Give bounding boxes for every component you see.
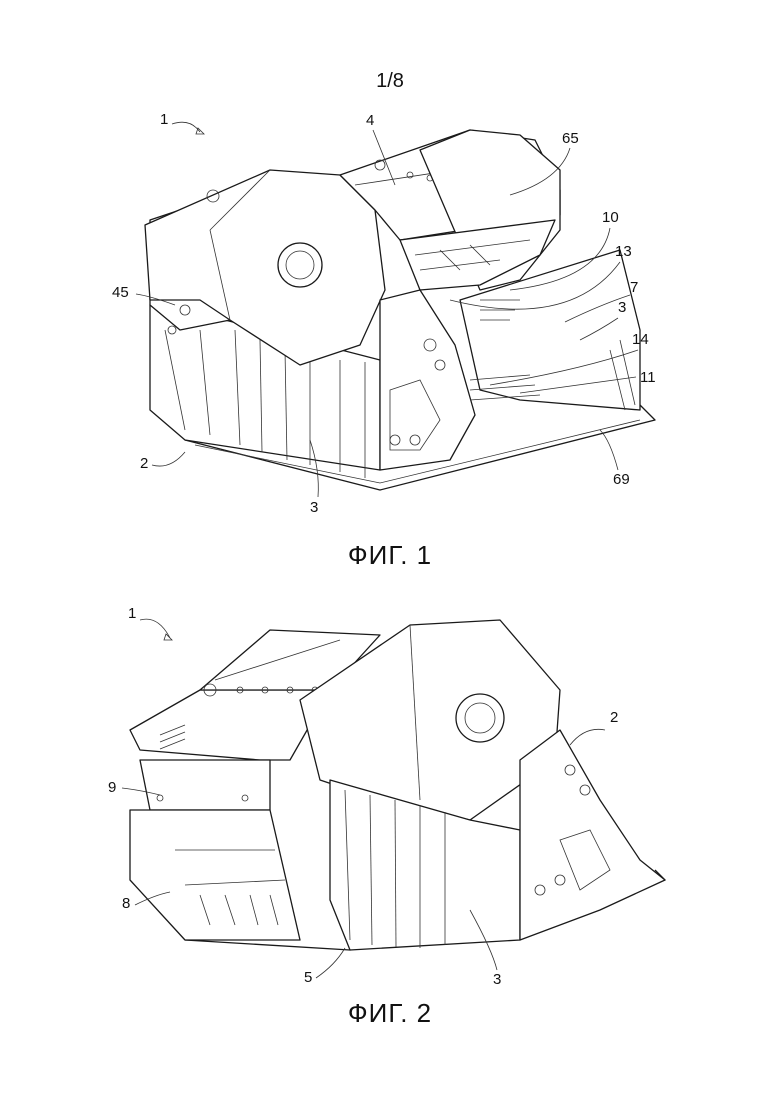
ref-8: 8 [122, 895, 130, 912]
ref-9: 9 [108, 779, 116, 796]
ref-3-front: 3 [310, 499, 318, 516]
ref-3-fig2: 3 [493, 971, 501, 988]
ref-69-leader [600, 430, 618, 470]
figure-1-caption: ФИГ. 1 [0, 540, 780, 571]
ref-1-fig2: 1 [128, 605, 136, 622]
ref-7: 7 [630, 279, 638, 296]
ref-2-fig2-arrow [570, 729, 605, 745]
ref-1: 1 [160, 111, 168, 128]
ref-2-arrow [152, 452, 185, 466]
ref-14: 14 [632, 331, 649, 348]
ref-4: 4 [366, 112, 374, 129]
ref-13: 13 [615, 243, 632, 260]
ref-10: 10 [602, 209, 619, 226]
ref-45: 45 [112, 284, 129, 301]
ref-3-right: 3 [618, 299, 626, 316]
ref-69: 69 [613, 471, 630, 488]
figure-2-caption: ФИГ. 2 [0, 998, 780, 1029]
figure-2-drawing: 1 2 9 8 5 3 [0, 590, 780, 990]
ref-5: 5 [304, 969, 312, 986]
figure-1-drawing: 1 4 65 10 13 7 3 45 14 11 2 69 3 [0, 95, 780, 525]
ref-1-arrow [172, 122, 200, 132]
ref-2-fig2: 2 [610, 709, 618, 726]
crusher-bucket-fig1 [145, 130, 655, 490]
ref-65: 65 [562, 130, 579, 147]
sheet-number: 1/8 [0, 70, 780, 93]
ref-5-leader [316, 948, 345, 978]
crusher-bucket-fig2 [130, 620, 665, 950]
ref-2: 2 [140, 455, 148, 472]
ref-11: 11 [640, 369, 656, 386]
